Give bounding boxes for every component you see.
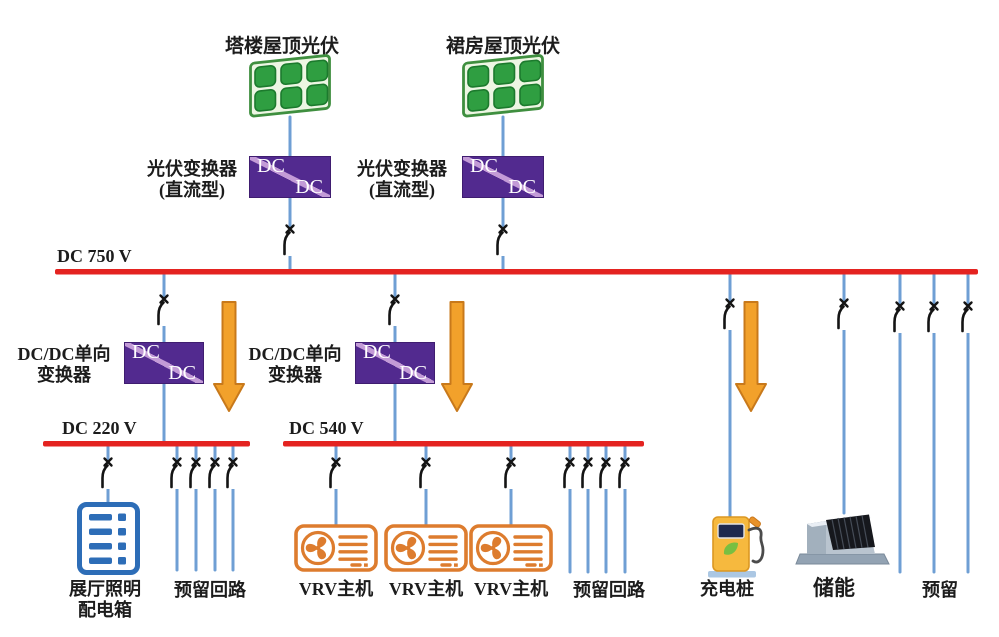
- pv-tower-label: 塔楼屋顶光伏: [224, 36, 339, 57]
- dc750-bus: [55, 269, 978, 275]
- dcdc-converter-label: DC/DC单向 变换器: [6, 344, 122, 386]
- energy-storage-icon: [795, 514, 890, 565]
- breaker-icon: [836, 298, 852, 332]
- pv-converter-label: 光伏变换器 (直流型): [138, 159, 246, 201]
- pv-converter-label-line2: (直流型): [369, 179, 435, 200]
- breaker-icon: [503, 457, 519, 491]
- breaker-icon: [580, 457, 596, 491]
- breaker-icon: [188, 457, 204, 491]
- breaker-icon: [617, 457, 633, 491]
- pv-dcdc-converter-box: DC DC: [249, 155, 331, 198]
- breaker-icon: [418, 457, 434, 491]
- dcdc-converter-box: DC DC: [124, 341, 204, 384]
- breaker-icon: [169, 457, 185, 491]
- breaker-icon: [387, 294, 403, 328]
- breaker-icon: [156, 294, 172, 328]
- dc220-bus: [43, 441, 250, 447]
- breaker-icon: [100, 457, 116, 491]
- dcdc-converter-label-line2: 变换器: [37, 364, 91, 385]
- breaker-icon: [960, 301, 976, 335]
- vrv-unit-label: VRV主机: [473, 579, 549, 599]
- breaker-icon: [562, 457, 578, 491]
- dc-label-top: DC: [132, 341, 160, 363]
- breaker-icon: [722, 298, 738, 332]
- dcdc-converter-label: DC/DC单向 变换器: [237, 344, 353, 386]
- distribution-box-icon: [77, 502, 140, 575]
- dcdc-converter-label-line1: DC/DC单向: [17, 344, 111, 364]
- dc540-bus-label: DC 540 V: [289, 418, 364, 438]
- dcdc-converter-label-line1: DC/DC单向: [248, 344, 342, 364]
- vrv-unit-icon: [469, 524, 553, 572]
- reserved-circuits-label: 预留回路: [573, 580, 645, 600]
- down-arrow-icon: [441, 301, 473, 412]
- down-arrow-icon: [735, 301, 767, 412]
- dc-label-top: DC: [470, 155, 498, 177]
- breaker-icon: [282, 224, 298, 258]
- dcdc-converter-box: DC DC: [355, 341, 435, 384]
- dc750-bus-label: DC 750 V: [57, 246, 132, 266]
- pv-converter-label-line2: (直流型): [159, 179, 225, 200]
- breaker-icon: [495, 224, 511, 258]
- dc220-bus-label: DC 220 V: [62, 418, 137, 438]
- exhibition-dist-box-label: 展厅照明 配电箱: [57, 579, 153, 621]
- breaker-icon: [225, 457, 241, 491]
- exhibition-dist-box-label-line1: 展厅照明: [69, 579, 141, 599]
- breaker-icon: [328, 457, 344, 491]
- storage-label: 储能: [813, 577, 855, 600]
- dc-label-bottom: DC: [399, 362, 427, 384]
- dc-label-top: DC: [257, 155, 285, 177]
- pv-converter-label-line1: 光伏变换器: [147, 159, 237, 179]
- pv-podium-label: 裙房屋顶光伏: [445, 36, 560, 57]
- breaker-icon: [892, 301, 908, 335]
- power-flow-arrows: [213, 301, 767, 412]
- dc-label-bottom: DC: [508, 176, 536, 198]
- pv-converter-label-line1: 光伏变换器: [357, 159, 447, 179]
- vrv-unit-icon: [384, 524, 468, 572]
- dcdc-converter-label-line2: 变换器: [268, 364, 322, 385]
- pv-converter-label: 光伏变换器 (直流型): [348, 159, 456, 201]
- dc-label-bottom: DC: [295, 176, 323, 198]
- dc-label-bottom: DC: [168, 362, 196, 384]
- breaker-icon: [207, 457, 223, 491]
- vrv-unit-label: VRV主机: [298, 579, 374, 599]
- pv-dcdc-converter-box: DC DC: [462, 155, 544, 198]
- down-arrow-icon: [213, 301, 245, 412]
- vrv-unit-label: VRV主机: [388, 579, 464, 599]
- dc-label-top: DC: [363, 341, 391, 363]
- reserved-circuits-label: 预留回路: [174, 580, 246, 600]
- ev-charger-icon: [708, 516, 765, 578]
- breaker-icon: [926, 301, 942, 335]
- reserved-label: 预留: [922, 580, 958, 600]
- breaker-icon: [598, 457, 614, 491]
- vrv-unit-icon: [294, 524, 378, 572]
- solar-panel-icon: [249, 54, 331, 118]
- charger-label: 充电桩: [700, 579, 754, 599]
- exhibition-dist-box-label-line2: 配电箱: [78, 599, 132, 620]
- solar-panel-icon: [462, 54, 544, 118]
- dc540-bus: [283, 441, 644, 447]
